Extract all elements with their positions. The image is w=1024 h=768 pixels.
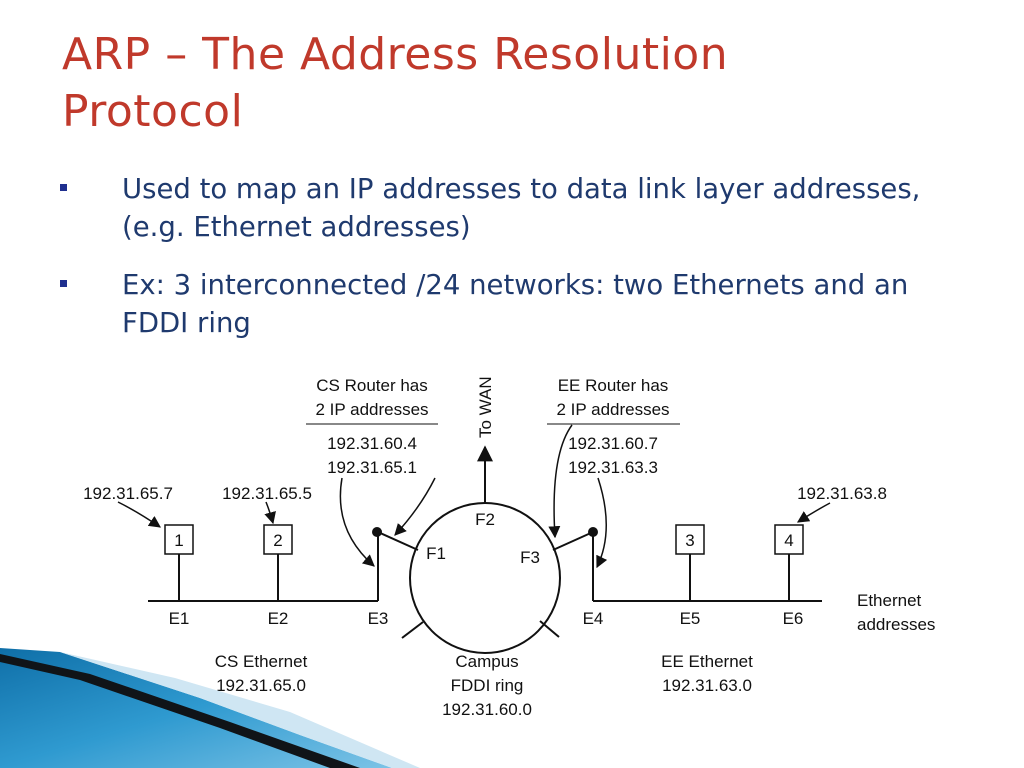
- slide-title: ARP – The Address Resolution Protocol: [62, 26, 728, 140]
- bullet-square-icon: [60, 184, 67, 191]
- host-2-label: 2: [273, 531, 282, 550]
- slide-decoration: [0, 648, 420, 768]
- ethernet-address-e5: E5: [680, 609, 701, 628]
- cs-router-ip-1: 192.31.60.4: [327, 434, 417, 453]
- cs-router-ip-2: 192.31.65.1: [327, 458, 417, 477]
- decor-blue-band: [0, 648, 392, 768]
- campus-caption-line-3: 192.31.60.0: [442, 700, 532, 719]
- host-1-box: [164, 524, 194, 555]
- decor-light-band: [60, 652, 420, 768]
- host-2-ip-arrow: [264, 501, 276, 525]
- host-1-label: 1: [174, 531, 183, 550]
- ethernet-address-e6: E6: [783, 609, 804, 628]
- campus-caption-line-2: FDDI ring: [451, 676, 524, 695]
- host-4-label: 4: [784, 531, 793, 550]
- to-wan-label: To WAN: [476, 376, 495, 438]
- bullet-text: Ex: 3 interconnected /24 networks: two E…: [122, 269, 909, 339]
- ee-router-ip-arrow-ring: [548, 424, 573, 539]
- ethernet-addresses-label-line-2: addresses: [857, 615, 935, 634]
- host-2-box: [263, 524, 293, 555]
- cs-router-note-line-1: CS Router has: [316, 376, 428, 395]
- ee-ethernet-caption-line-2: 192.31.63.0: [662, 676, 752, 695]
- campus-caption-line-1: Campus: [455, 652, 518, 671]
- host-4-box: [774, 524, 804, 555]
- host-2-ip: 192.31.65.5: [222, 484, 312, 503]
- fddi-port-f3: F3: [520, 548, 540, 567]
- ring-tap-left: [401, 621, 424, 639]
- ethernet-address-e1: E1: [169, 609, 190, 628]
- cs-ethernet-caption-line-1: CS Ethernet: [215, 652, 308, 671]
- ee-router-ip-2: 192.31.63.3: [568, 458, 658, 477]
- cs-router-node: [372, 527, 382, 537]
- ee-router-node: [588, 527, 598, 537]
- host-4-ip: 192.31.63.8: [797, 484, 887, 503]
- cs-ethernet-caption-line-2: 192.31.65.0: [216, 676, 306, 695]
- host-3-label: 3: [685, 531, 694, 550]
- ethernet-address-e2: E2: [268, 609, 289, 628]
- bullet-text: Used to map an IP addresses to data link…: [122, 173, 921, 243]
- host-4-ip-arrow: [796, 502, 831, 523]
- host-1-ip-arrow: [117, 501, 161, 528]
- cs-router-note-line-2: 2 IP addresses: [315, 400, 428, 419]
- ee-router-note-line-2: 2 IP addresses: [556, 400, 669, 419]
- cs-router-ip-arrow-ring: [394, 477, 436, 536]
- bullet-item: Used to map an IP addresses to data link…: [60, 170, 980, 246]
- host-1-ip: 192.31.65.7: [83, 484, 173, 503]
- ethernet-addresses-label-line-1: Ethernet: [857, 591, 922, 610]
- cs-router-ip-arrow-ether: [339, 477, 375, 567]
- bullet-square-icon: [60, 280, 67, 287]
- bullet-list: Used to map an IP addresses to data link…: [60, 170, 980, 362]
- network-diagram: 1 2 3 4 To WAN CS Router has 2 IP addres…: [83, 376, 935, 719]
- host-3-box: [675, 524, 705, 555]
- ring-tap-right: [539, 620, 560, 638]
- ee-router-ip-1: 192.31.60.7: [568, 434, 658, 453]
- decor-dark-stripe: [0, 654, 360, 768]
- ee-ethernet-caption-line-1: EE Ethernet: [661, 652, 753, 671]
- bullet-item: Ex: 3 interconnected /24 networks: two E…: [60, 266, 980, 342]
- ethernet-address-e4: E4: [583, 609, 604, 628]
- ethernet-address-e3: E3: [368, 609, 389, 628]
- fddi-port-f1: F1: [426, 544, 446, 563]
- fddi-port-f2: F2: [475, 510, 495, 529]
- slide-title-line-1: ARP – The Address Resolution: [62, 29, 729, 80]
- ee-router-ip-arrow-ether: [596, 477, 608, 569]
- slide-title-line-2: Protocol: [62, 86, 244, 137]
- ee-router-note-line-1: EE Router has: [558, 376, 669, 395]
